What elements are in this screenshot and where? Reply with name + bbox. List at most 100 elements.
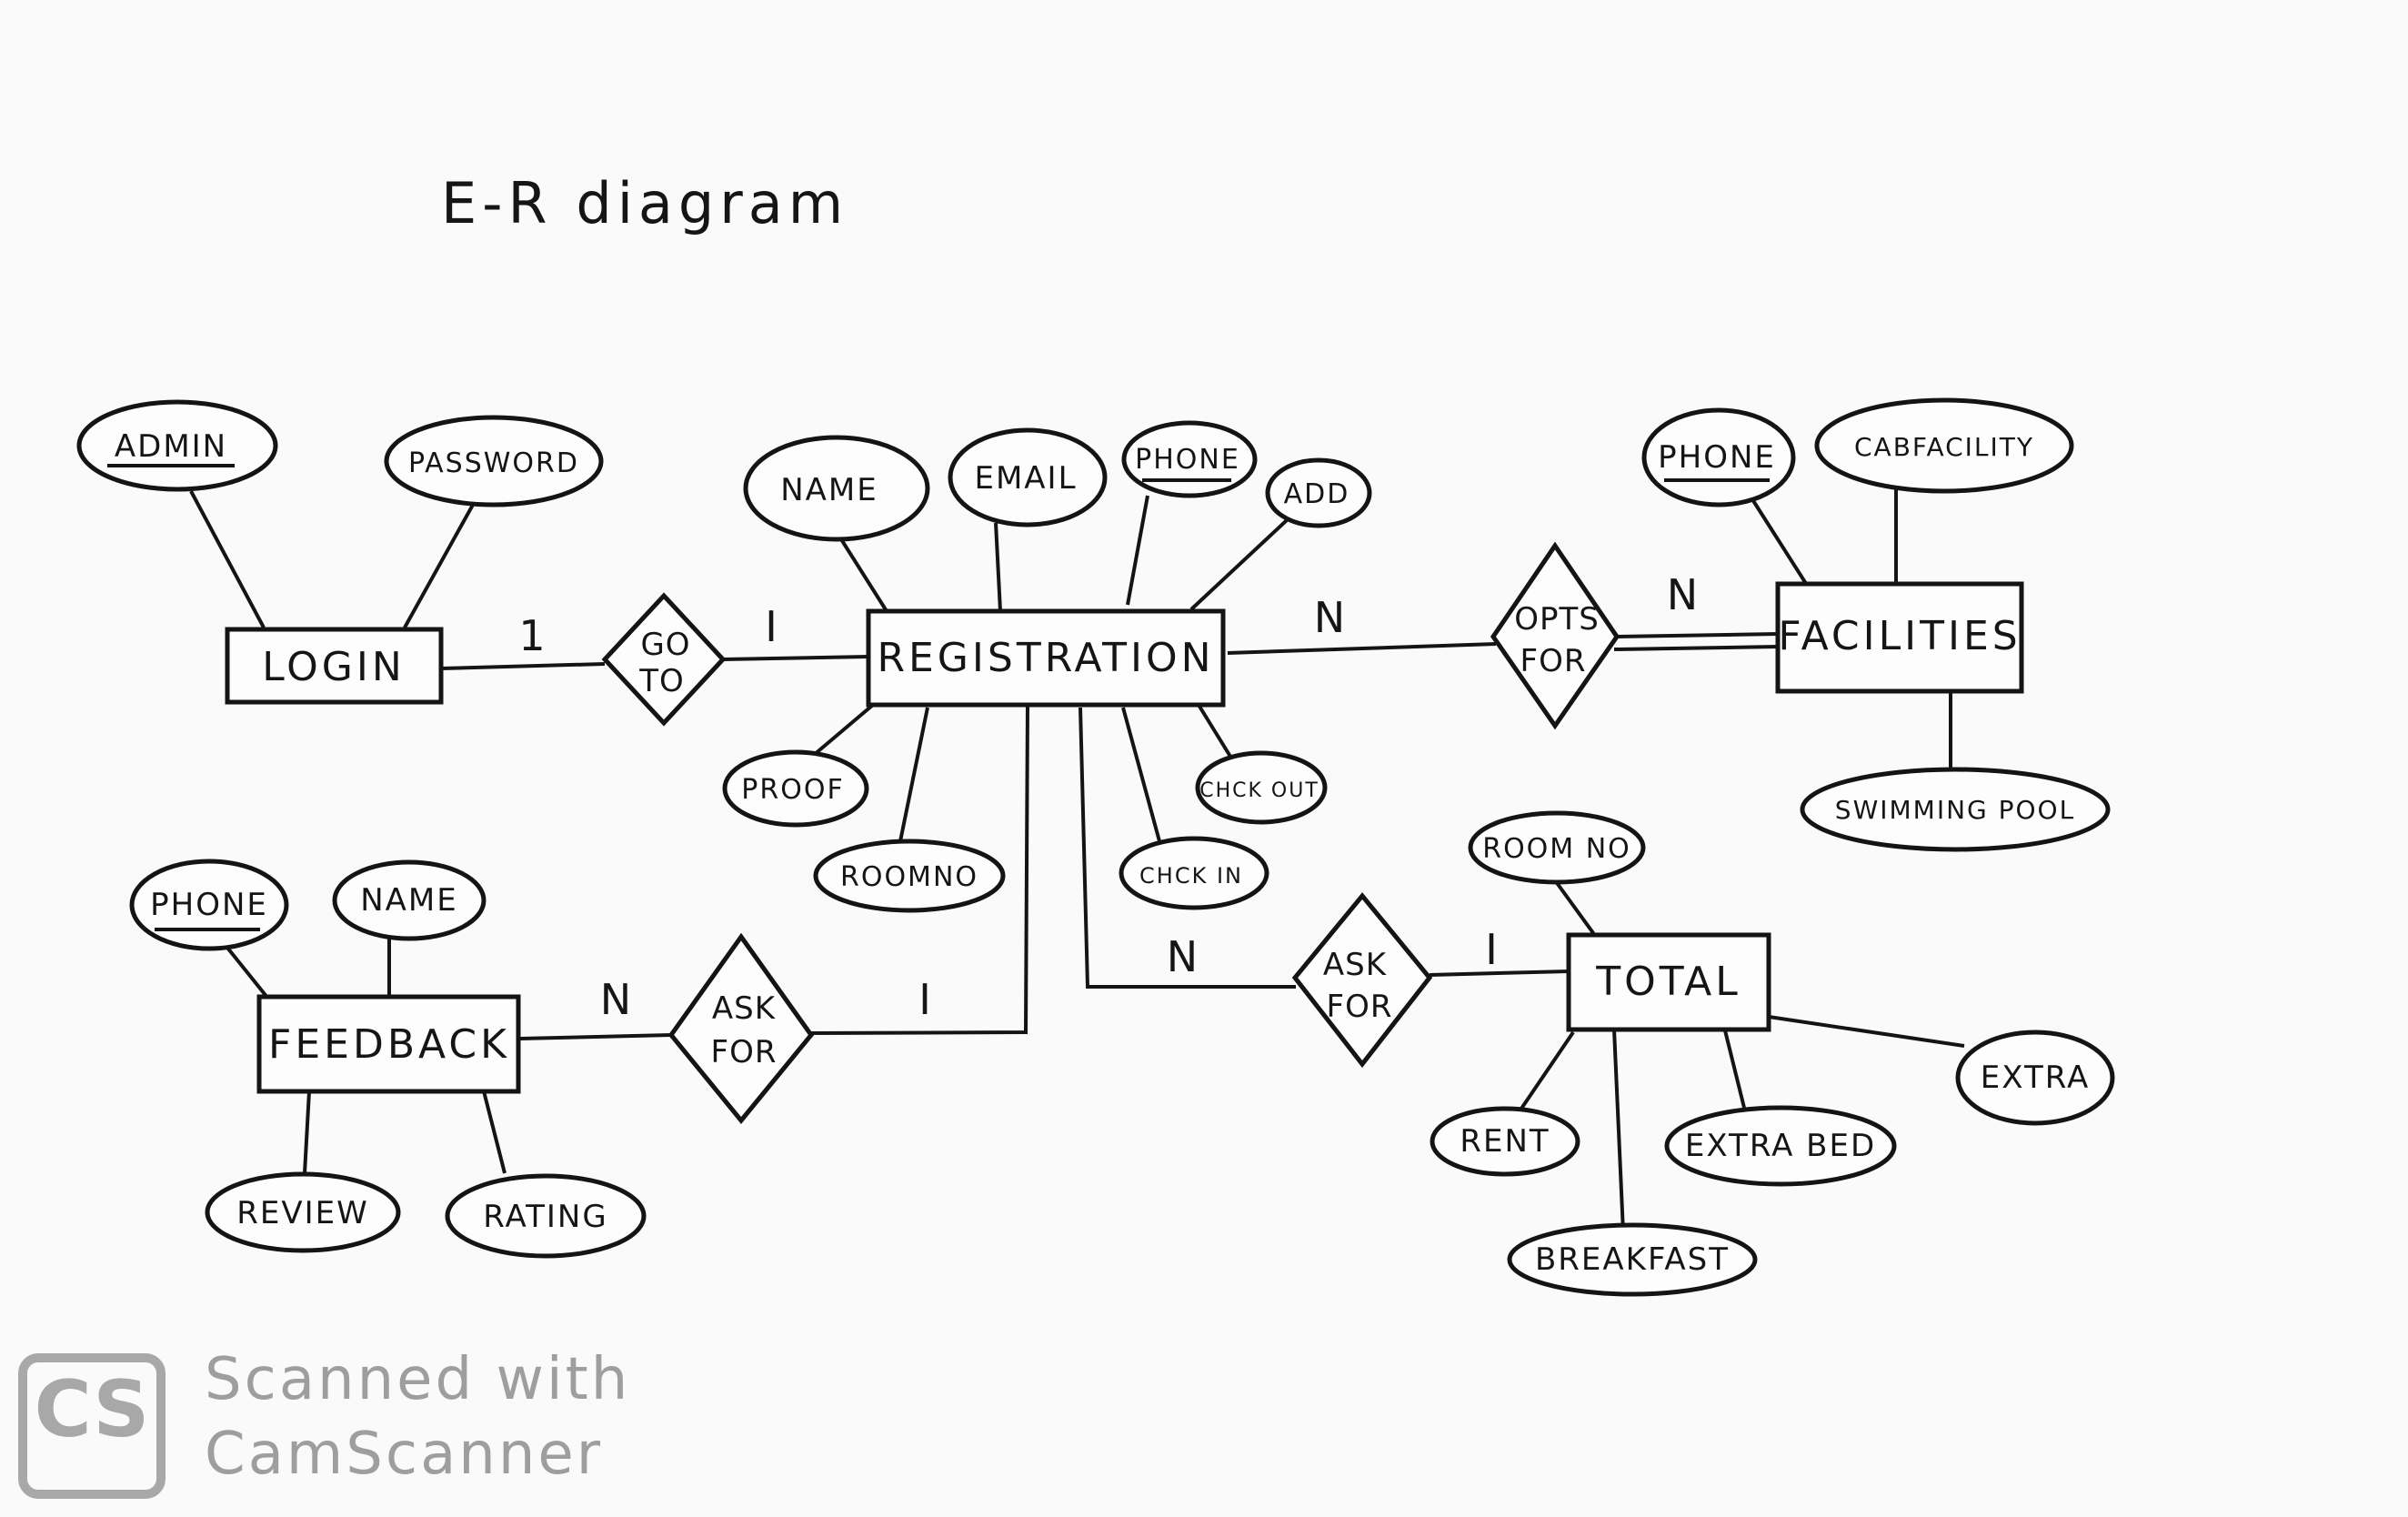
attribute-facilities-phone-label: PHONE	[1658, 439, 1776, 476]
cardinalities: 1 I N N N I N I	[518, 570, 1698, 1024]
edge-fb-review	[303, 1090, 311, 1174]
entity-registration-label: REGISTRATION	[877, 635, 1214, 681]
cardinality-goto-registration: I	[765, 602, 778, 651]
attribute-total-extrabed: EXTRA BED	[1664, 1105, 1897, 1187]
relationship-opts-for-line2: FOR	[1520, 643, 1587, 679]
edges	[189, 487, 1965, 1233]
edge-reg-chckin	[1121, 707, 1161, 842]
attribute-feedback-review: REVIEW	[205, 1171, 401, 1253]
entity-feedback: FEEDBACK	[256, 994, 521, 1094]
cardinality-askfor-registration: I	[918, 975, 931, 1024]
edge-reg-name	[835, 530, 888, 613]
attribute-registration-add: ADD	[1265, 457, 1372, 528]
cardinality-login-goto: 1	[518, 611, 545, 660]
attribute-facilities-swimming-pool-label: SWIMMING POOL	[1835, 795, 2075, 825]
entity-facilities: FACILITIES	[1775, 581, 2024, 694]
attribute-total-roomno: ROOM NO	[1468, 810, 1646, 885]
attribute-facilities-phone: PHONE	[1641, 407, 1796, 507]
edge-fb-rating	[480, 1083, 507, 1174]
attribute-total-extra: EXTRA	[1955, 1030, 2115, 1126]
attribute-registration-email-label: EMAIL	[974, 460, 1077, 497]
cardinality-registration-optsfor: N	[1314, 593, 1345, 642]
relationship-ask-for-total: ASK FOR	[1291, 892, 1433, 1069]
attribute-total-rent: RENT	[1430, 1106, 1580, 1177]
edge-fb-askfor	[519, 1033, 672, 1040]
cardinality-registration-askfor: N	[1167, 932, 1198, 981]
attribute-total-rent-label: RENT	[1460, 1123, 1550, 1160]
cardinality-optsfor-facilities: N	[1667, 570, 1698, 619]
attribute-feedback-review-label: REVIEW	[236, 1195, 369, 1231]
attribute-feedback-phone: PHONE	[129, 859, 289, 951]
relationship-ask-for-total-line1: ASK	[1323, 947, 1388, 983]
edge-fac-phone	[1744, 487, 1811, 591]
relationship-go-to-line1: GO	[640, 627, 690, 663]
attribute-registration-email: EMAIL	[948, 427, 1108, 527]
attribute-registration-roomno: ROOMNO	[813, 839, 1006, 913]
attribute-login-admin-label: ADMIN	[115, 428, 227, 465]
entity-registration: REGISTRATION	[866, 608, 1226, 708]
attribute-registration-phone: PHONE	[1121, 420, 1258, 498]
relationship-opts-for-line1: OPTS	[1514, 601, 1600, 638]
relationship-go-to: GO TO	[601, 592, 727, 727]
edge-reg-optsfor	[1227, 642, 1497, 655]
attribute-registration-chckin-label: CHCK IN	[1139, 863, 1243, 889]
attribute-facilities-swimming-pool: SWIMMING POOL	[1800, 767, 2111, 852]
relationship-go-to-line2: TO	[638, 663, 685, 699]
attribute-registration-chckout: CHCK OUT	[1195, 750, 1328, 825]
edge-reg-chckout	[1197, 703, 1234, 761]
edge-reg-add	[1189, 518, 1289, 611]
edge-reg-roomno	[898, 707, 929, 842]
cardinality-askfor-total: I	[1485, 925, 1498, 974]
attribute-login-password-label: PASSWORD	[408, 447, 579, 479]
edge-goto-registration	[722, 655, 869, 661]
attribute-facilities-cabfacility-label: CABFACILITY	[1854, 432, 2034, 462]
entity-total-label: TOTAL	[1595, 959, 1741, 1005]
attribute-total-breakfast-label: BREAKFAST	[1535, 1241, 1730, 1278]
edge-reg-email	[994, 522, 1002, 612]
attribute-feedback-rating-label: RATING	[483, 1199, 607, 1235]
attribute-feedback-phone-label: PHONE	[150, 887, 268, 923]
camscanner-logo-icon	[18, 1353, 166, 1499]
entity-feedback-label: FEEDBACK	[268, 1021, 510, 1068]
entity-login: LOGIN	[225, 627, 444, 705]
attribute-registration-add-label: ADD	[1284, 478, 1350, 510]
attribute-feedback-name-label: NAME	[360, 882, 458, 919]
attribute-total-extra-label: EXTRA	[1981, 1060, 2090, 1096]
edge-total-breakfast	[1612, 1029, 1625, 1233]
edge-total-roomno	[1553, 879, 1598, 939]
edge-optsfor-facilities-1	[1613, 632, 1779, 638]
attribute-total-roomno-label: ROOM NO	[1482, 833, 1631, 865]
watermark-line-1: Scanned with	[205, 1346, 631, 1413]
edge-login-goto	[440, 662, 606, 670]
edge-login-admin	[189, 490, 266, 628]
attribute-registration-chckin: CHCK IN	[1119, 836, 1269, 910]
attribute-registration-name-label: NAME	[780, 472, 878, 508]
relationship-ask-for-feedback: ASK FOR	[667, 932, 815, 1124]
edge-fb-phone	[226, 946, 270, 1000]
attribute-login-password: PASSWORD	[384, 415, 604, 507]
watermark-line-2: CamScanner	[205, 1421, 604, 1488]
edge-askfor-total	[1429, 969, 1570, 977]
edge-login-password	[403, 504, 475, 628]
edge-total-extrabed	[1721, 1022, 1746, 1109]
edge-reg-phone	[1126, 495, 1149, 606]
attribute-registration-proof: PROOF	[722, 749, 869, 828]
relationship-ask-for-feedback-line1: ASK	[712, 990, 777, 1027]
camscanner-watermark: CS Scanned with CamScanner	[18, 1346, 673, 1505]
attribute-total-extrabed-label: EXTRA BED	[1685, 1128, 1876, 1164]
edge-reg-proof	[812, 703, 875, 757]
attribute-registration-name: NAME	[743, 435, 930, 542]
attribute-feedback-rating: RATING	[445, 1173, 647, 1259]
attribute-feedback-name: NAME	[332, 859, 487, 941]
camscanner-logo-text: CS	[34, 1364, 150, 1455]
attribute-registration-roomno-label: ROOMNO	[840, 861, 978, 893]
attribute-total-breakfast: BREAKFAST	[1507, 1222, 1758, 1297]
edge-askfor-registration	[808, 704, 1029, 1035]
attribute-registration-chckout-label: CHCK OUT	[1199, 779, 1319, 802]
edge-reg-askfor	[1079, 707, 1296, 989]
attribute-registration-phone-label: PHONE	[1135, 444, 1240, 476]
entity-login-label: LOGIN	[262, 644, 406, 690]
edge-optsfor-facilities-2	[1613, 645, 1779, 651]
diagram-title: E-R diagram	[441, 170, 848, 236]
